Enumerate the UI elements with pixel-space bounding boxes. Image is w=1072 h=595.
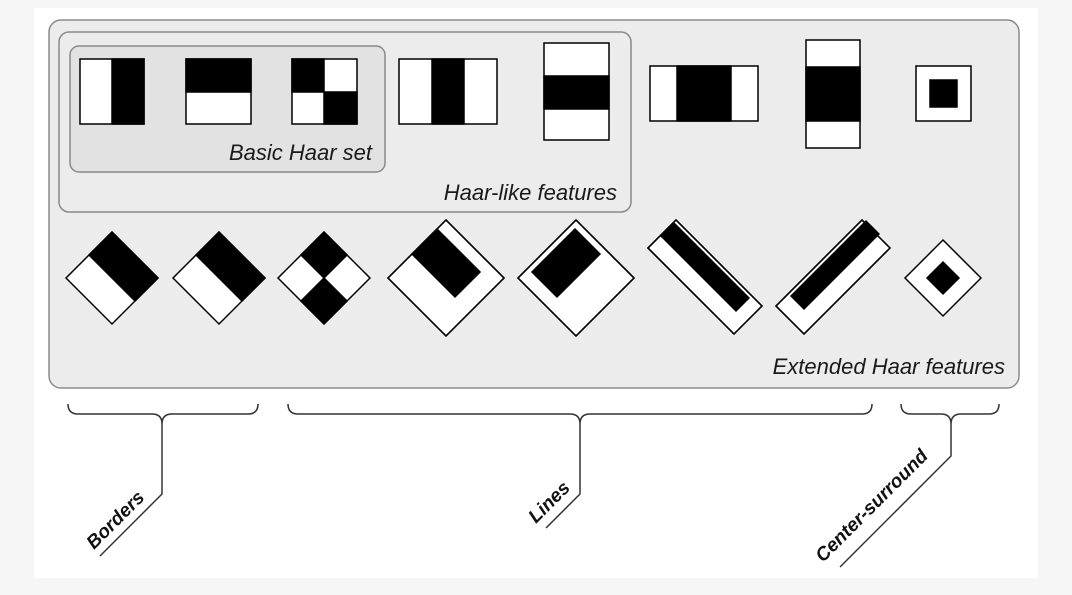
leader-lines	[545, 424, 581, 529]
label-haar-like-features: Haar-like features	[444, 180, 617, 205]
feature-line-45-wide-b	[774, 218, 892, 336]
leader-borders	[99, 424, 163, 557]
feature-center-surround-45	[903, 238, 983, 318]
label-basic-haar-set: Basic Haar set	[229, 140, 373, 165]
feature-checkerboard-45	[276, 230, 372, 326]
brace-center-surround	[900, 403, 1000, 425]
feature-center-surround	[915, 65, 972, 122]
feature-line-vertical-wide	[649, 65, 759, 122]
feature-line-horizontal-wide	[805, 39, 861, 149]
feature-line-horizontal-thin	[543, 42, 610, 141]
feature-edge-45-a	[64, 230, 160, 326]
haar-features-diagram: Basic Haar set Haar-like features Extend…	[48, 19, 1020, 568]
feature-edge-vertical	[79, 58, 145, 125]
feature-line-45-thin-a	[386, 218, 506, 338]
feature-line-45-wide-a	[646, 218, 764, 336]
feature-checkerboard	[291, 58, 358, 125]
brace-lines	[287, 403, 873, 425]
feature-line-45-thin-b	[516, 218, 636, 338]
label-lines: Lines	[525, 478, 575, 528]
diagram-canvas: Basic Haar set Haar-like features Extend…	[34, 8, 1038, 578]
leader-center-surround	[839, 424, 952, 568]
feature-edge-horizontal	[185, 58, 252, 125]
label-borders: Borders	[83, 487, 149, 553]
brace-borders	[67, 403, 259, 425]
feature-line-vertical-thin	[398, 58, 498, 125]
label-center-surround: Center-surround	[812, 445, 933, 566]
feature-edge-45-b	[171, 230, 267, 326]
label-extended-haar-features: Extended Haar features	[773, 354, 1005, 379]
